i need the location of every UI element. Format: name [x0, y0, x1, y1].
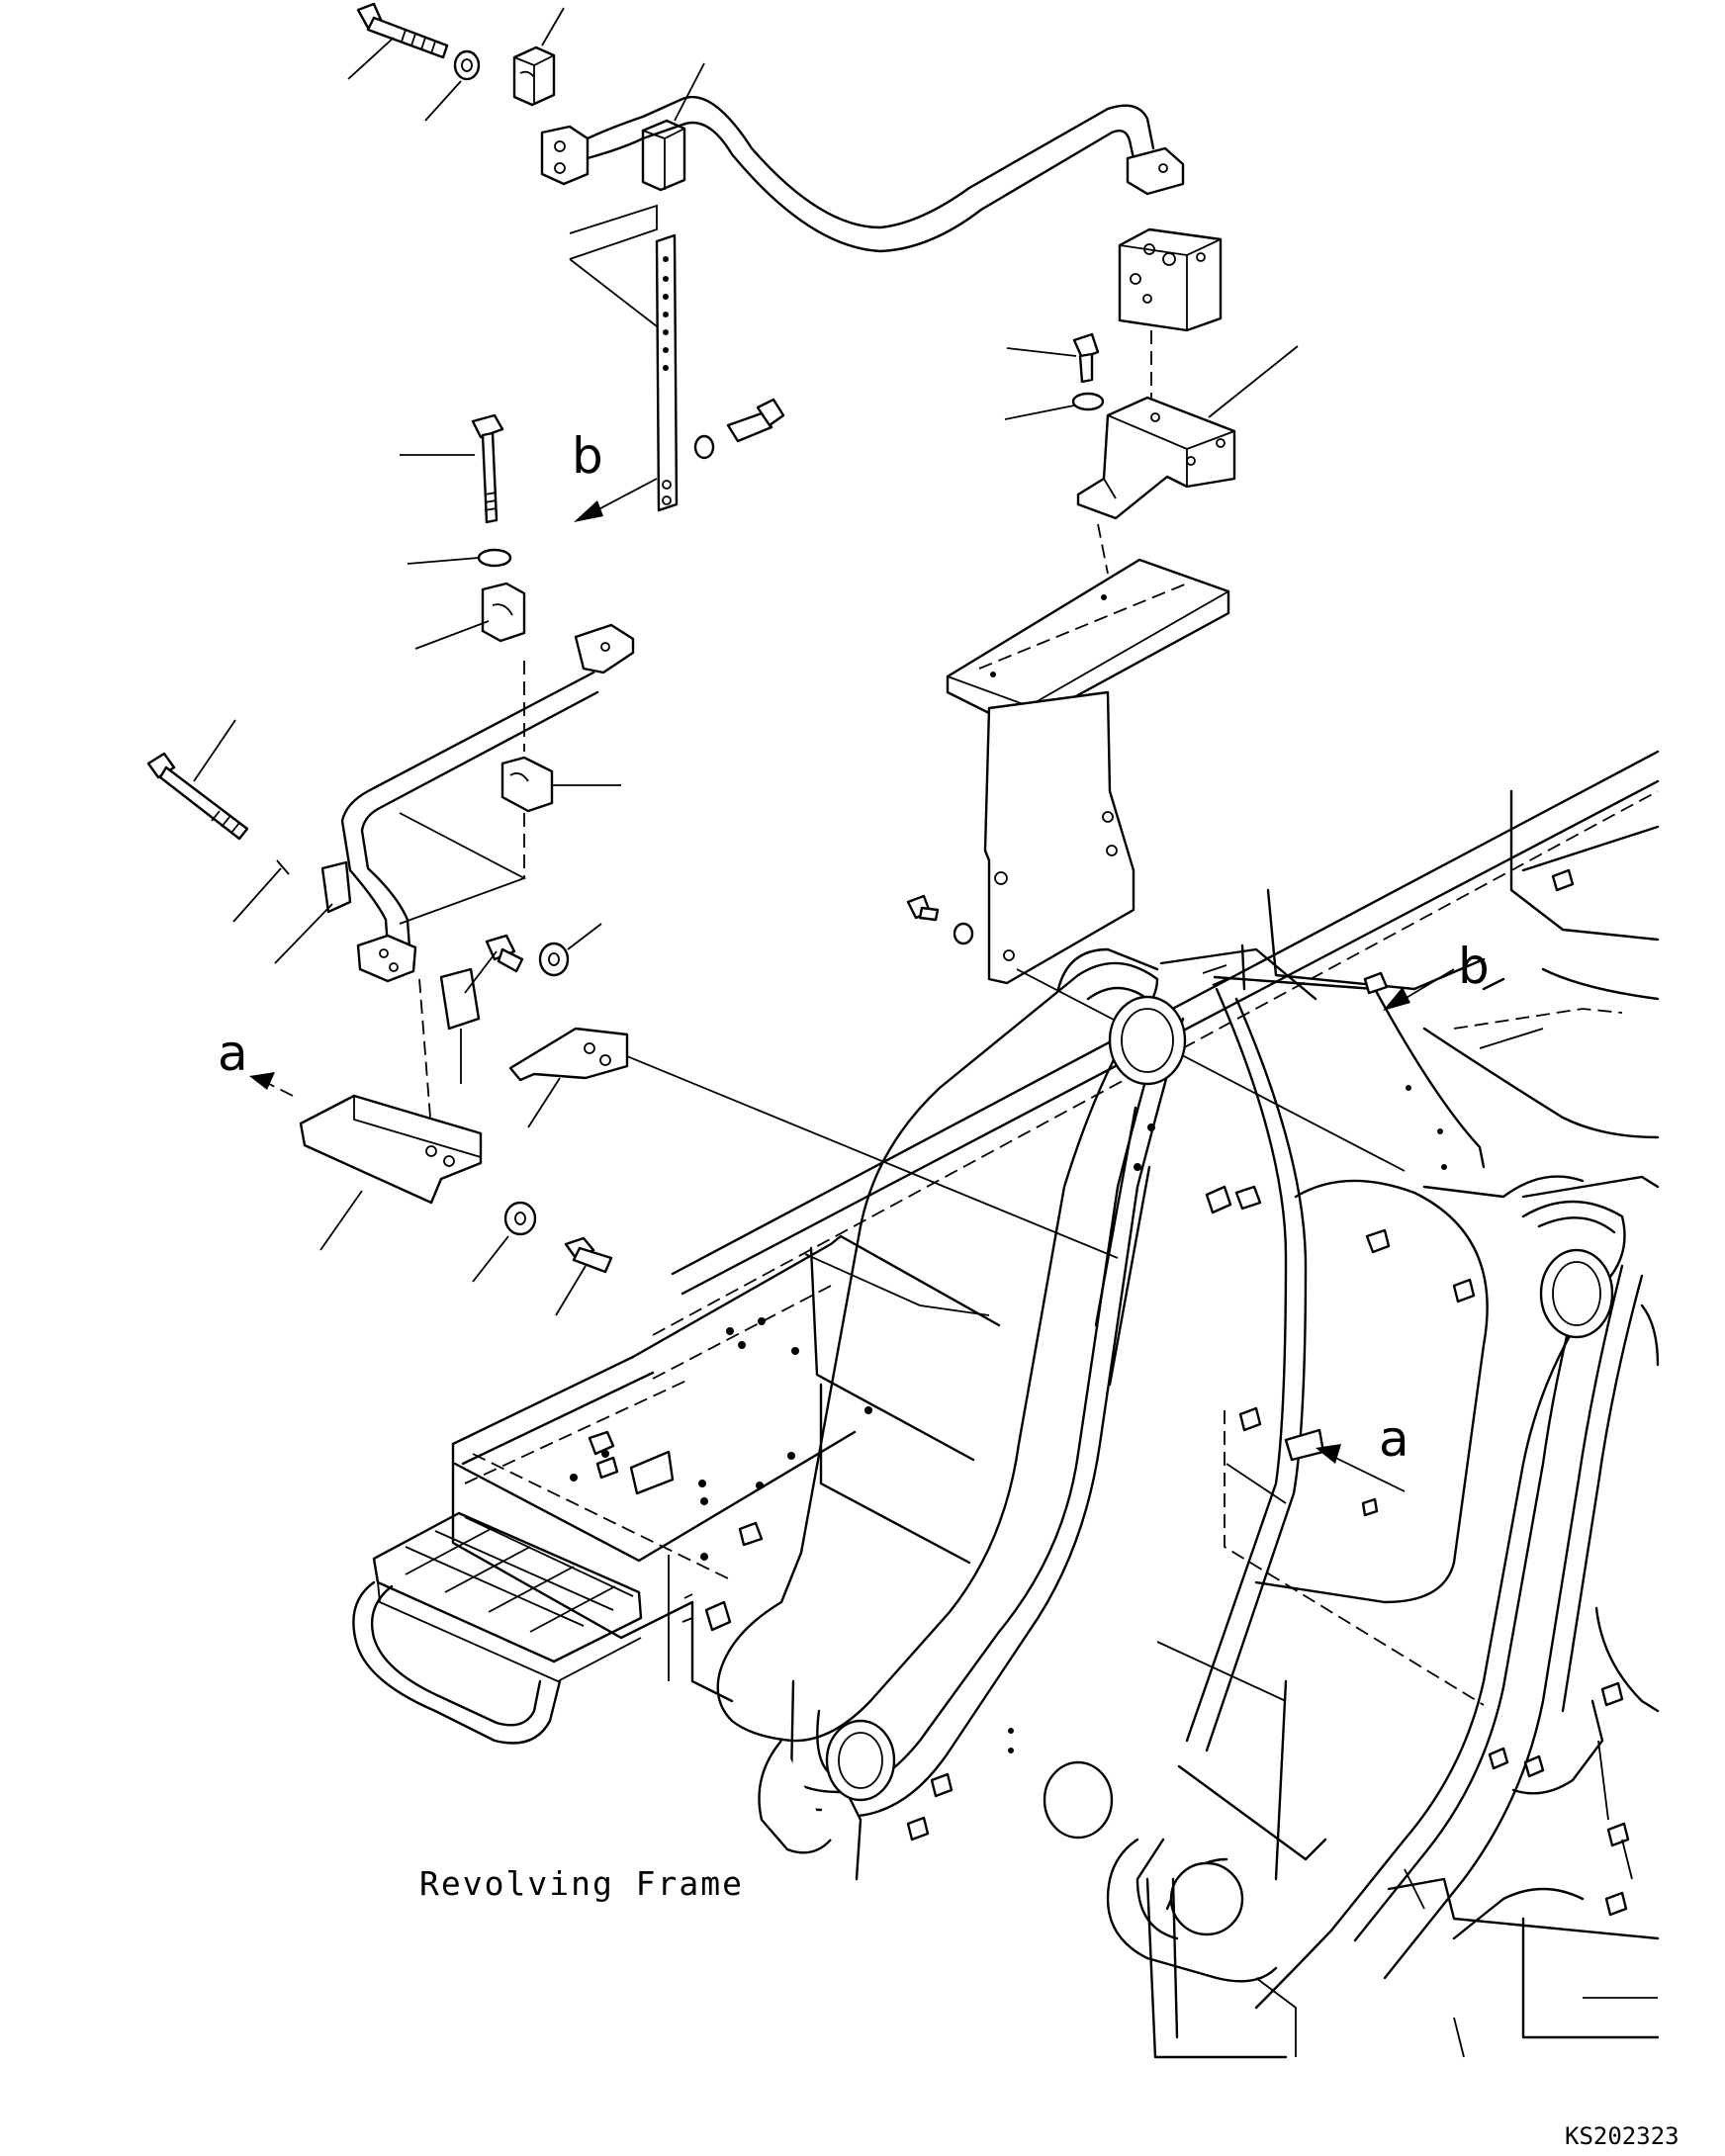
- long-bolt-left: [471, 413, 504, 524]
- valve-bracket: [1076, 345, 1299, 520]
- step-bracket: [299, 1094, 613, 1316]
- washer-top: [453, 49, 481, 81]
- left-clamp-stack: [146, 413, 635, 1156]
- ref-arrow-b-top: [574, 478, 658, 522]
- step-grating: [352, 1511, 643, 1745]
- bolt-valve: [1004, 332, 1105, 420]
- small-bolt-bar: [693, 398, 785, 460]
- clip-lower: [439, 967, 481, 1031]
- ref-label-a-left: a: [218, 1025, 248, 1082]
- ref-label-a-right: a: [1379, 1410, 1409, 1468]
- boom-bracket-left: [716, 947, 1187, 1881]
- flange-fitting-top: [540, 125, 590, 186]
- angle-bracket: [508, 1027, 629, 1128]
- ref-label-b-right: b: [1458, 938, 1490, 995]
- mounting-bar: [655, 233, 679, 512]
- hose-end-fitting-top: [1126, 146, 1185, 196]
- clip-left: [320, 860, 352, 914]
- flange-left-lower: [356, 934, 417, 983]
- long-bolt-angled: [146, 752, 249, 841]
- revolving-frame: [352, 750, 1660, 2059]
- clamp-left-upper: [481, 582, 526, 643]
- long-bolt-top: [356, 2, 449, 59]
- ref-arrow-a-right: [1316, 1444, 1406, 1492]
- bolt-plate: [906, 894, 974, 945]
- upper-hose-assembly: [347, 2, 1185, 327]
- ref-arrow-b-right: [1383, 968, 1455, 1011]
- washer-left: [477, 548, 512, 568]
- ref-label-b-top: b: [572, 427, 603, 485]
- frame-caption: Revolving Frame: [419, 1864, 744, 1903]
- valve-block: [1118, 227, 1223, 332]
- ref-arrow-a-left: [249, 1072, 294, 1097]
- clamp-left-lower: [500, 756, 554, 813]
- fitting-left-upper: [574, 623, 635, 674]
- support-plate: [946, 558, 1230, 985]
- clamp-top-1: [512, 45, 556, 107]
- boom-bracket-right: [1106, 1200, 1660, 2059]
- clamp-top-2: [641, 119, 686, 192]
- figure-code: KS202323: [1565, 2122, 1680, 2150]
- bolt-washer-mid: [464, 923, 602, 994]
